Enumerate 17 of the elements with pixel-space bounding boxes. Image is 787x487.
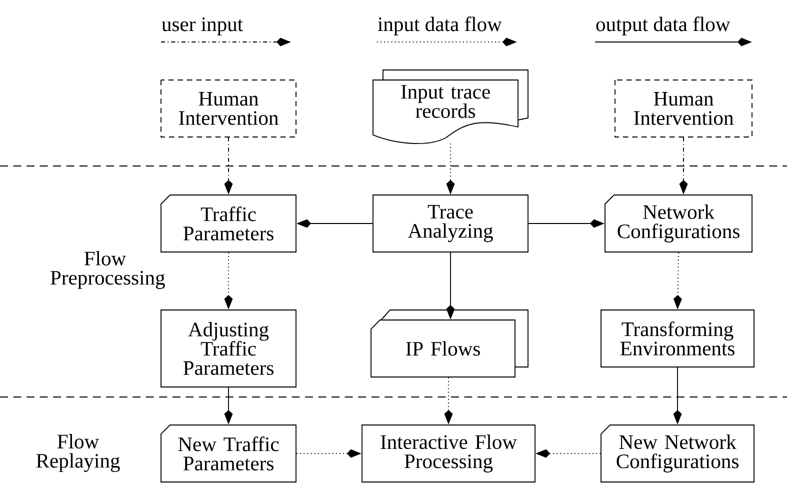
input-box: Human Intervention bbox=[160, 80, 296, 138]
process-box: Adjusting Traffic Parameters bbox=[160, 310, 296, 388]
legend-label: input data flow bbox=[378, 16, 502, 36]
section-label: Flow Preprocessing bbox=[50, 251, 165, 289]
legend-label: output data flow bbox=[596, 16, 730, 36]
card-box: New Network Configurations bbox=[600, 424, 754, 482]
card-box: Traffic Parameters bbox=[160, 194, 296, 252]
input-box: Human Intervention bbox=[614, 80, 752, 138]
section-label: Flow Replaying bbox=[36, 434, 120, 472]
card-box: Network Configurations bbox=[604, 194, 752, 252]
card-box: New Traffic Parameters bbox=[160, 424, 296, 482]
process-box: Interactive Flow Processing bbox=[362, 424, 536, 482]
document-stack: IP Flows bbox=[370, 310, 528, 378]
process-box: Transforming Environments bbox=[600, 310, 754, 368]
document-stack: Input trace records bbox=[372, 70, 528, 144]
legend-label: user input bbox=[162, 17, 243, 36]
process-box: Trace Analyzing bbox=[372, 194, 528, 252]
